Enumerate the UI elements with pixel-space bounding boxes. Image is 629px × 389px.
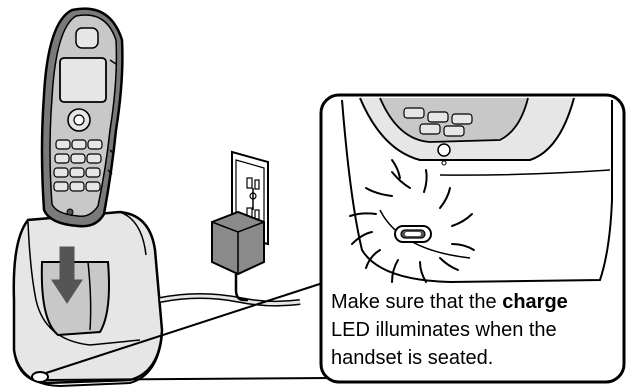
handset [42,9,122,227]
zoomed-base [342,98,612,282]
caption-line2: LED illuminates when the [331,319,557,341]
charge-led-icon [32,372,48,382]
charge-led-icon [395,226,431,242]
ac-adapter [212,212,264,300]
caption-charge-bold: charge [502,291,568,313]
caption-line3: handset is seated. [331,347,493,369]
caption-line1-prefix: Make sure that the [331,291,502,313]
